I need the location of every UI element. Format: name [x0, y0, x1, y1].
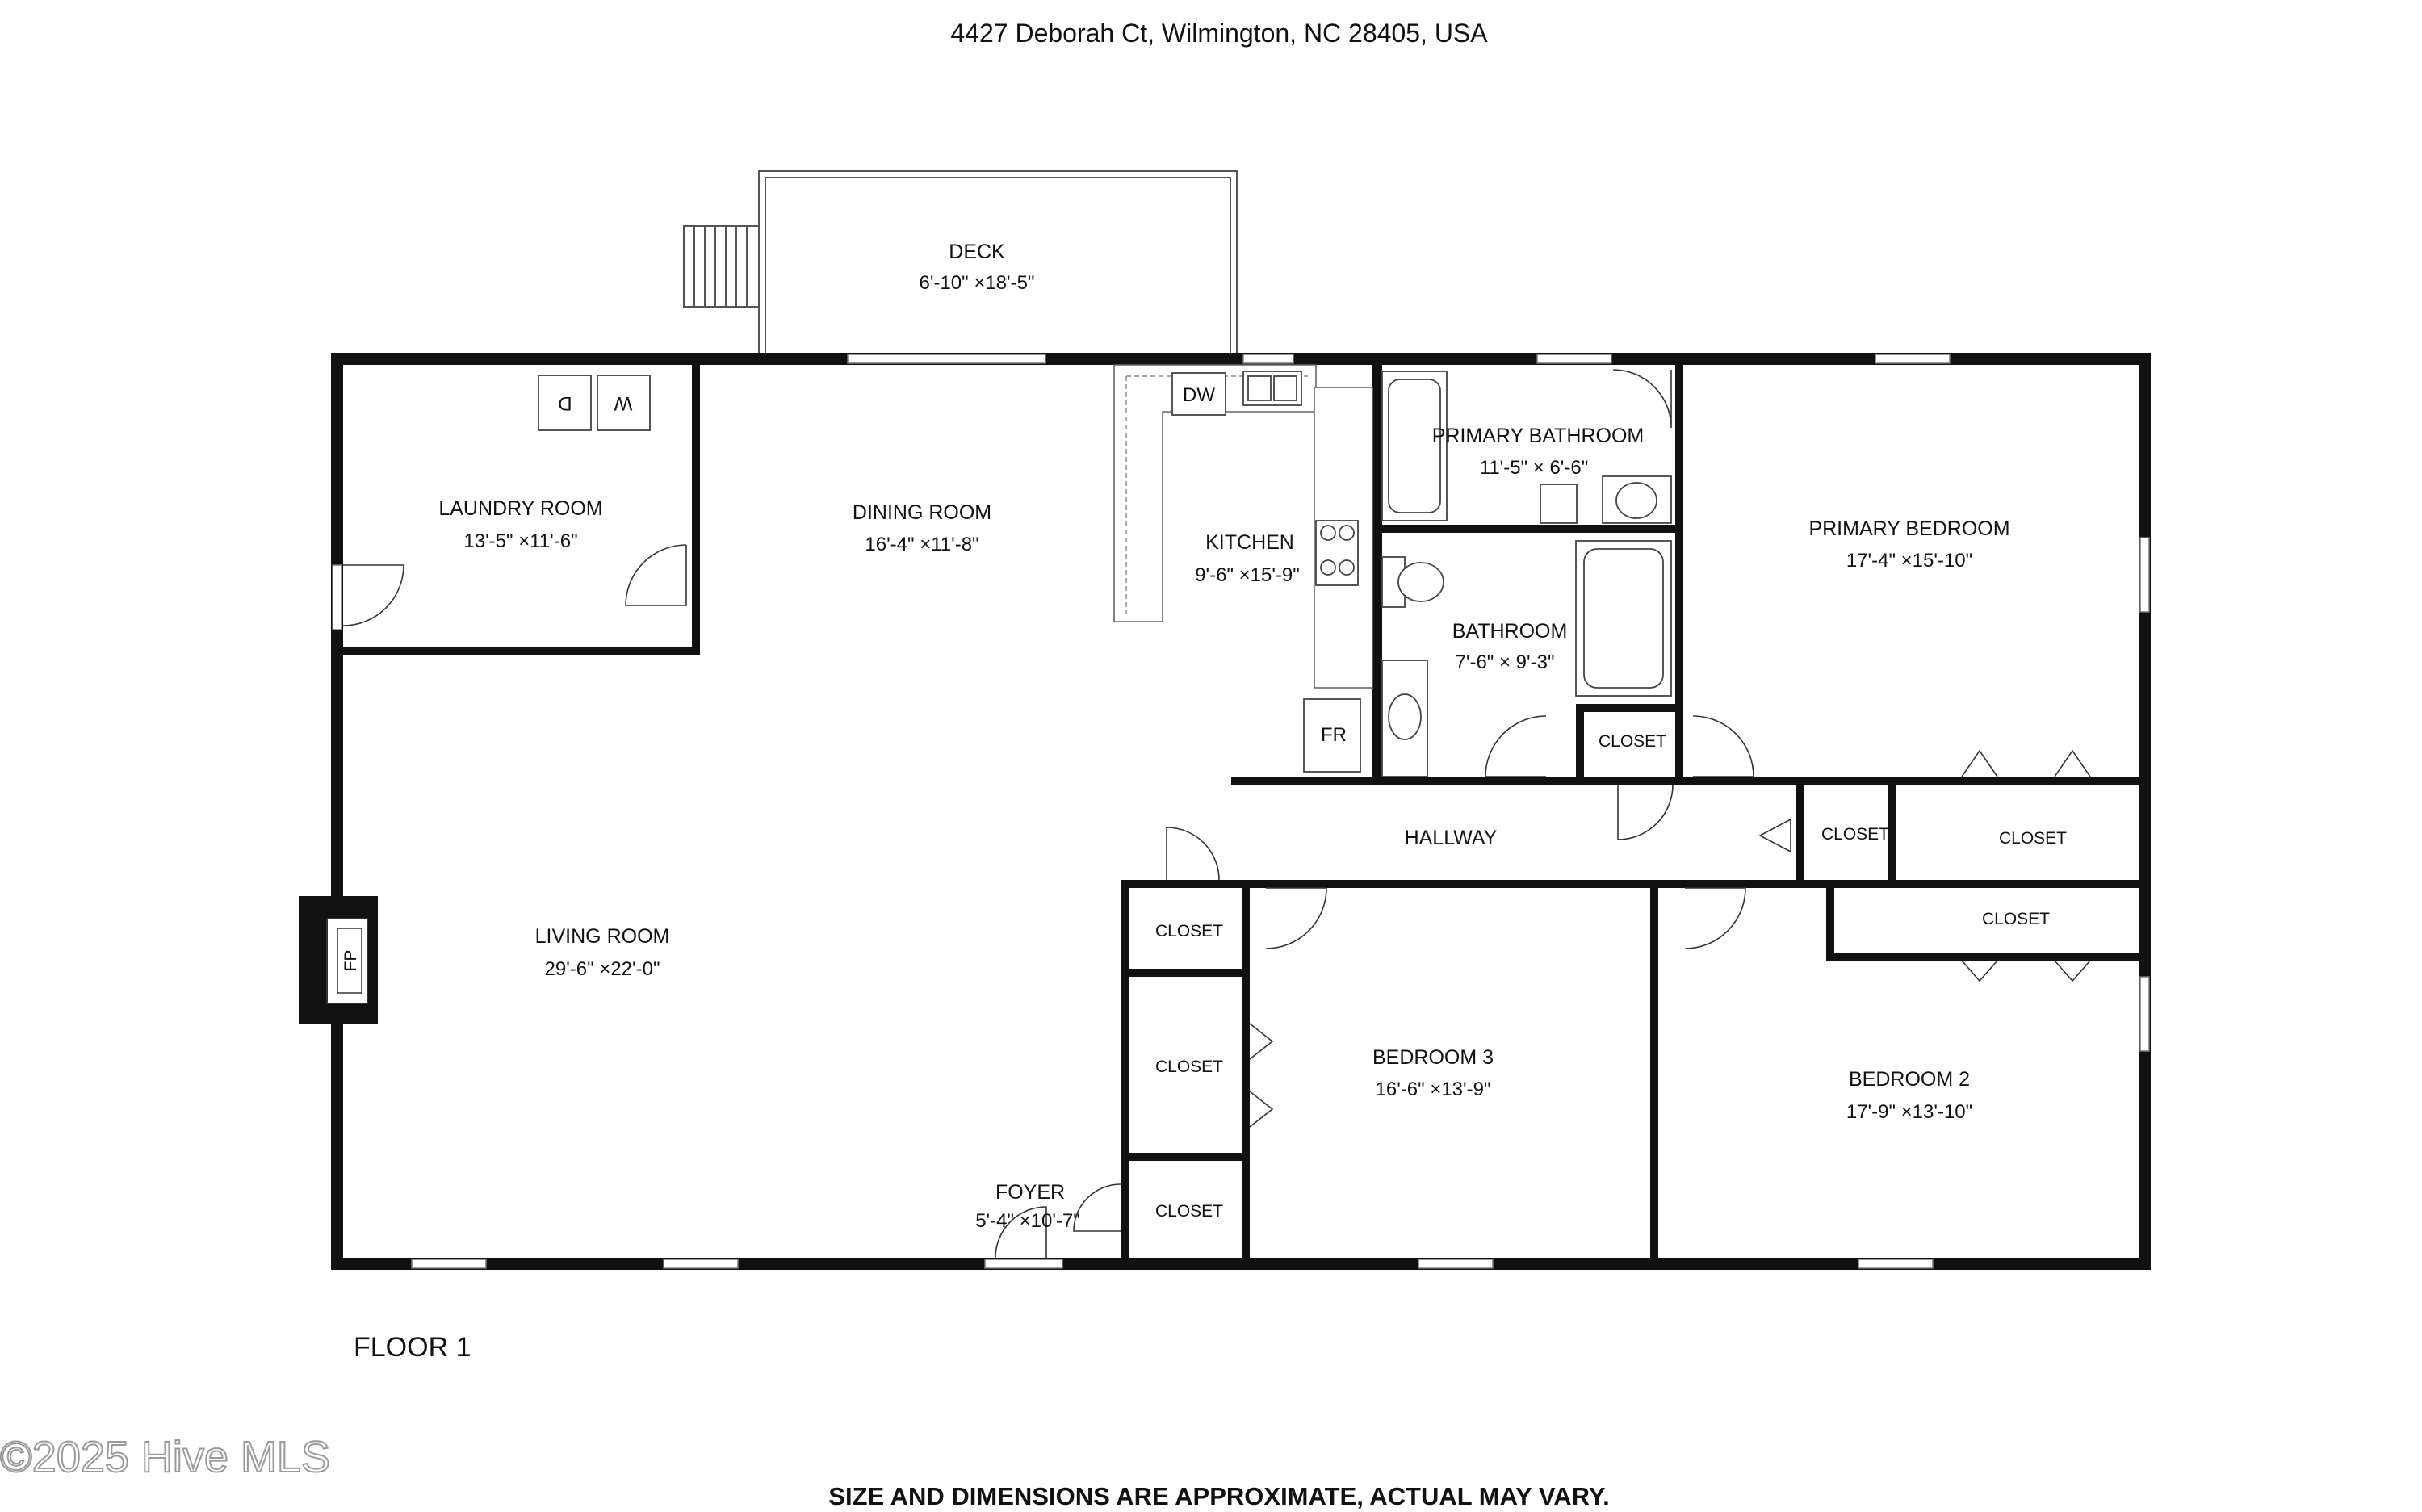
watermark: ©2025 Hive MLS — [0, 1433, 330, 1481]
primary-bedroom-label: PRIMARY BEDROOM — [1808, 517, 2009, 540]
floor-label: FLOOR 1 — [354, 1332, 471, 1363]
closet-bed3-mid-label: CLOSET — [1155, 1058, 1223, 1076]
dryer-label: D — [558, 392, 572, 414]
hallway-label: HALLWAY — [1405, 827, 1498, 849]
bathroom-label: BATHROOM — [1452, 620, 1568, 643]
fireplace-label: FP — [342, 950, 360, 972]
laundry-room-dims: 13'-5" ×11'-6" — [463, 530, 577, 552]
deck: DECK 6'-10" ×18'-5" — [683, 170, 1238, 354]
bedroom-3-dims: 16'-6" ×13'-9" — [1376, 1079, 1491, 1100]
kitchen-dims: 9'-6" ×15'-9" — [1195, 564, 1300, 586]
primary-bedroom-dims: 17'-4" ×15'-10" — [1846, 550, 1972, 572]
deck-stairs — [683, 225, 760, 308]
primary-bathroom-label: PRIMARY BATHROOM — [1432, 425, 1645, 447]
closet-bed3-top-label: CLOSET — [1155, 922, 1223, 940]
interior-walls — [331, 353, 2151, 1270]
primary-bathroom-dims: 11'-5" × 6'-6" — [1480, 457, 1589, 479]
closet-hall-label: CLOSET — [1821, 825, 1889, 844]
exterior-walls — [331, 353, 2151, 1270]
laundry-appliances: D W — [538, 375, 651, 431]
bathroom-dims: 7'-6" × 9'-3" — [1456, 651, 1555, 673]
bedroom-2-label: BEDROOM 2 — [1849, 1068, 1970, 1091]
closet-bed3-bottom-label: CLOSET — [1155, 1202, 1223, 1221]
bath-fixtures — [1381, 371, 1672, 777]
dining-room-label: DINING ROOM — [853, 501, 991, 524]
closet-bed2-label: CLOSET — [1982, 910, 2050, 928]
disclaimer: SIZE AND DIMENSIONS ARE APPROXIMATE, ACT… — [828, 1482, 1609, 1510]
dishwasher-label: DW — [1183, 384, 1215, 406]
laundry-room-label: LAUNDRY ROOM — [438, 497, 602, 520]
fridge-label: FR — [1321, 724, 1347, 746]
foyer-dims: 5'-4" ×10'-7" — [975, 1210, 1080, 1232]
closet-bath-label: CLOSET — [1599, 732, 1666, 751]
bedroom-2-dims: 17'-9" ×13'-10" — [1846, 1101, 1972, 1123]
doors — [342, 369, 2091, 1259]
closet-labels: CLOSET CLOSET CLOSET CLOSET CLOSET CLOSE… — [1155, 732, 2067, 1221]
bedroom-3-label: BEDROOM 3 — [1372, 1046, 1494, 1069]
windows — [332, 354, 2150, 1269]
fireplace: FP — [299, 896, 378, 1024]
kitchen-fixtures: DW FR — [1113, 364, 1373, 773]
room-labels: LAUNDRY ROOM 13'-5" ×11'-6" DINING ROOM … — [438, 425, 2009, 1232]
dining-room-dims: 16'-4" ×11'-8" — [865, 534, 978, 555]
deck-label: DECK — [949, 241, 1005, 263]
closet-hall-right-label: CLOSET — [1999, 829, 2067, 848]
address-title: 4427 Deborah Ct, Wilmington, NC 28405, U… — [950, 19, 1488, 48]
washer-label: W — [614, 392, 632, 414]
deck-dims: 6'-10" ×18'-5" — [920, 272, 1035, 294]
living-room-label: LIVING ROOM — [535, 925, 670, 948]
living-room-dims: 29'-6" ×22'-0" — [545, 958, 660, 980]
kitchen-label: KITCHEN — [1205, 531, 1294, 554]
foyer-label: FOYER — [995, 1181, 1065, 1204]
